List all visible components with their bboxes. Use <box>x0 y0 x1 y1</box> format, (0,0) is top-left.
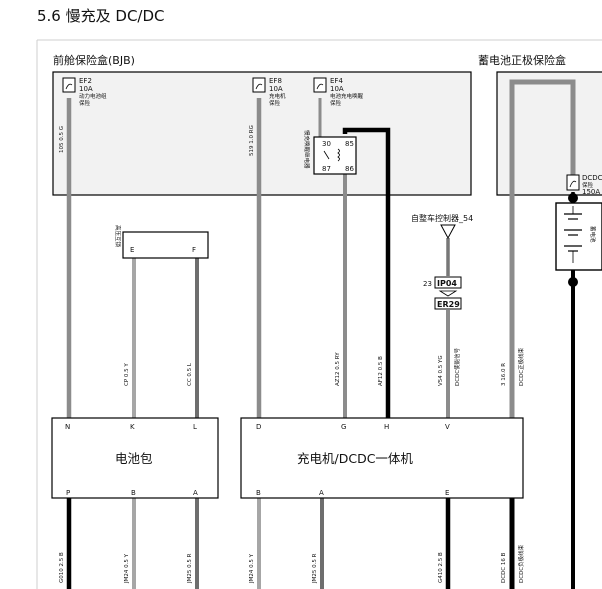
charger-pin-e: E <box>445 489 449 497</box>
battery-pack-pin-b: B <box>131 489 136 497</box>
charger-pin-g: G <box>341 423 346 431</box>
connector-arrow-icon <box>438 290 458 297</box>
fuse-ef2 <box>62 77 76 93</box>
wire-label-cp: CP 0.5 Y <box>124 363 130 386</box>
charger-pin-v: V <box>445 423 450 431</box>
connector-ip04-id: IP04 <box>437 279 457 288</box>
wire-label-jm25-b: JM25 0.5 R <box>312 553 318 584</box>
inline-pin-e: E <box>130 246 134 254</box>
wire-label-g010: G010 2.5 B <box>59 552 65 583</box>
connector-er29 <box>434 297 462 310</box>
wire-label-jm24-a: JM24 0.5 Y <box>124 553 130 584</box>
fuse-ef2-id: EF2 <box>79 77 92 85</box>
wire-label-dcdc-positive: DCDC正极线束 <box>517 347 525 386</box>
battery-pack-box <box>51 417 219 499</box>
battery-negative-terminal <box>568 277 578 287</box>
fuse-ef2-desc2: 保险 <box>79 99 91 107</box>
relay-pin-30: 30 <box>322 140 331 148</box>
fuse-ef8 <box>252 77 266 93</box>
battery-pack-pin-n: N <box>65 423 70 431</box>
page-title: 5.6 慢充及 DC/DC <box>37 7 165 25</box>
wire-label-g410: G410 2.5 B <box>438 552 444 583</box>
wire-label-jm25-a: JM25 0.5 R <box>187 553 193 584</box>
bjb-title: 前舱保险盒(BJB) <box>53 53 135 67</box>
wire-label-dcdc-16b: DCDC 16 B <box>501 552 507 583</box>
wire-dcdc-positive <box>509 79 576 418</box>
fuse-ef2-desc1: 动力电池组 <box>79 92 107 100</box>
relay-pin-85: 85 <box>345 140 354 148</box>
fuse-ef4-desc2: 保险 <box>330 99 342 107</box>
battery-positive-terminal <box>568 193 578 203</box>
connector-er29-id: ER29 <box>437 300 460 309</box>
charger-pin-d: D <box>256 423 261 431</box>
relay-pin-87: 87 <box>322 165 331 173</box>
triangle-icon <box>440 224 456 240</box>
wire-af12 <box>342 127 391 418</box>
connector-ip04 <box>434 276 462 289</box>
charger-pin-h: H <box>384 423 389 431</box>
wire-label-dcdc-r: 3 16.0 R <box>501 363 507 386</box>
fuse-dcdc-desc: 保险 <box>582 181 594 189</box>
fuse-ef8-rating: 10A <box>269 85 283 93</box>
fuse-dcdc-rating: 150A <box>582 188 600 196</box>
inline-connector-label: 高压互锁 <box>114 225 122 248</box>
wire-label-az12: AZ12 0.5 RY <box>335 352 341 386</box>
battery-pack-pin-k: K <box>130 423 135 431</box>
connector-ip04-pin: 23 <box>423 280 432 288</box>
wire-label-v54: V54 0.5 YG <box>438 355 444 386</box>
relay-label: 慢充唤醒继电器 <box>303 130 311 169</box>
fuse-ef4-id: EF4 <box>330 77 343 85</box>
fuse-dcdc-id: DCDC <box>582 174 602 182</box>
relay-box <box>313 136 357 175</box>
fuse-ef4-desc1: 电池充电唤醒 <box>330 92 364 100</box>
fuse-ef8-desc1: 充电机 <box>269 92 286 100</box>
wire-label-105: 105 0.5 G <box>59 126 65 153</box>
wire-label-dcdc-enable: DCDC使能信号 <box>453 347 461 386</box>
charger-pin-a: A <box>319 489 324 497</box>
inline-pin-f: F <box>192 246 196 254</box>
wire-label-af12: AF12 0.5 B <box>378 356 384 386</box>
charger-label: 充电机/DCDC一体机 <box>297 451 413 466</box>
wire-label-dcdc-negative: DCDC负极线束 <box>517 544 525 583</box>
fuse-ef2-rating: 10A <box>79 85 93 93</box>
relay-pin-86: 86 <box>345 165 354 173</box>
wire-label-jm24-b: JM24 0.5 Y <box>249 553 255 584</box>
fuse-ef4 <box>313 77 327 93</box>
wire-label-519: 519 1.0 RG <box>249 125 255 156</box>
fuse-ef8-desc2: 保险 <box>269 99 281 107</box>
battery-pack-pin-l: L <box>193 423 197 431</box>
battery-fuse-box <box>496 71 602 196</box>
battery-pack-pin-p: P <box>66 489 70 497</box>
charger-box <box>240 417 524 499</box>
battery-cell-icon <box>564 206 582 263</box>
fuse-ef4-rating: 10A <box>330 85 344 93</box>
battery-pack-pin-a: A <box>193 489 198 497</box>
relay-coil-icon <box>323 148 340 162</box>
inline-connector-box <box>122 231 209 259</box>
battery-pack-label: 电池包 <box>115 451 153 466</box>
vcu-source-label: 自整车控制器_54 <box>411 213 473 223</box>
fuse-ef8-id: EF8 <box>269 77 282 85</box>
charger-pin-b: B <box>256 489 261 497</box>
battery-fuse-box-title: 蓄电池正极保险盒 <box>478 53 566 67</box>
battery-label: 蓄电池 <box>589 226 597 243</box>
fuse-dcdc <box>566 174 580 191</box>
wire-label-cc: CC 0.5 L <box>187 362 193 386</box>
